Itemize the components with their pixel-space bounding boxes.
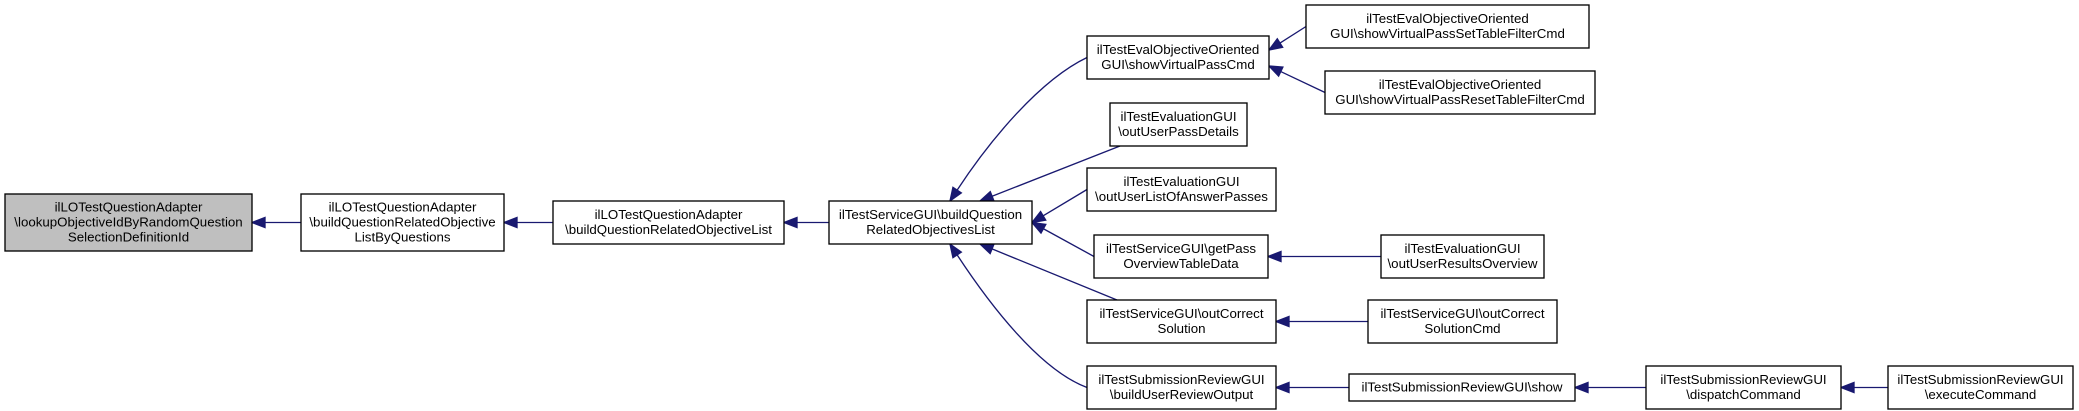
- arrowhead-icon: [502, 216, 518, 229]
- node-label-line: ilTestEvalObjectiveOriented: [1366, 11, 1529, 26]
- node-label-line: GUI\showVirtualPassCmd: [1101, 57, 1254, 72]
- node-label-line: ilLOTestQuestionAdapter: [55, 200, 203, 215]
- arrowhead-icon: [782, 216, 798, 229]
- arrowhead-icon: [1030, 221, 1047, 235]
- node-label-line: ilTestServiceGUI\buildQuestion: [839, 207, 1022, 222]
- node-box[interactable]: [1086, 299, 1277, 344]
- node-n0[interactable]: ilLOTestQuestionAdapter\lookupObjectiveI…: [4, 193, 253, 252]
- node-label-line: ilTestEvalObjectiveOriented: [1379, 77, 1542, 92]
- arrowhead-icon: [1267, 65, 1284, 78]
- node-label-line: \buildUserReviewOutput: [1110, 387, 1254, 402]
- node-label-line: \outUserPassDetails: [1118, 124, 1239, 139]
- focus-node-box[interactable]: [4, 193, 253, 252]
- node-box[interactable]: [1109, 102, 1248, 147]
- node-label-line: GUI\showVirtualPassSetTableFilterCmd: [1330, 26, 1565, 41]
- node-n3[interactable]: ilTestServiceGUI\buildQuestionRelatedObj…: [828, 200, 1033, 245]
- edge-n5-to-n3: [991, 145, 1121, 197]
- node-label-line: SelectionDefinitionId: [68, 230, 189, 245]
- node-label-line: \lookupObjectiveIdByRandomQuestion: [14, 215, 242, 230]
- node-label-line: \buildQuestionRelatedObjective: [309, 215, 495, 230]
- arrowhead-icon: [978, 190, 995, 202]
- node-label-line: \outUserListOfAnswerPasses: [1095, 189, 1268, 204]
- node-label-line: ListByQuestions: [354, 230, 450, 245]
- node-label-line: ilTestSubmissionReviewGUI: [1897, 372, 2063, 387]
- edge-n8-to-n3: [991, 248, 1118, 301]
- node-n9[interactable]: ilTestSubmissionReviewGUI\buildUserRevie…: [1086, 365, 1277, 410]
- node-box[interactable]: [828, 200, 1033, 245]
- node-n15[interactable]: ilTestSubmissionReviewGUI\dispatchComman…: [1645, 365, 1842, 410]
- arrowhead-icon: [1839, 381, 1855, 394]
- node-box[interactable]: [1324, 70, 1596, 115]
- node-n6[interactable]: ilTestEvaluationGUI\outUserListOfAnswerP…: [1086, 167, 1277, 212]
- node-box[interactable]: [1305, 4, 1590, 49]
- arrowhead-icon: [978, 243, 995, 255]
- node-box[interactable]: [1086, 167, 1277, 212]
- arrowhead-icon: [948, 186, 963, 203]
- node-label-line: Solution: [1157, 321, 1205, 336]
- node-label-line: GUI\showVirtualPassResetTableFilterCmd: [1335, 92, 1585, 107]
- node-label-line: ilTestEvaluationGUI: [1123, 174, 1239, 189]
- node-n11[interactable]: ilTestEvalObjectiveOrientedGUI\showVirtu…: [1324, 70, 1596, 115]
- node-box[interactable]: [1086, 35, 1270, 80]
- node-label-line: ilLOTestQuestionAdapter: [329, 200, 477, 215]
- arrowhead-icon: [1267, 37, 1284, 51]
- edge-n7-to-n3: [1043, 228, 1095, 258]
- node-box[interactable]: [1380, 234, 1545, 279]
- arrowhead-icon: [1274, 315, 1290, 328]
- node-n4[interactable]: ilTestEvalObjectiveOrientedGUI\showVirtu…: [1086, 35, 1270, 80]
- node-n2[interactable]: ilLOTestQuestionAdapter\buildQuestionRel…: [552, 200, 785, 245]
- node-n14[interactable]: ilTestSubmissionReviewGUI\show: [1348, 373, 1576, 402]
- nodes-layer: ilLOTestQuestionAdapter\lookupObjectiveI…: [4, 4, 2074, 410]
- node-box[interactable]: [300, 193, 505, 252]
- edge-n11-to-n4: [1280, 70, 1326, 94]
- node-label-line: \dispatchCommand: [1686, 387, 1801, 402]
- node-box[interactable]: [1093, 234, 1269, 279]
- node-label-line: ilTestServiceGUI\outCorrect: [1380, 306, 1544, 321]
- node-label-line: ilTestServiceGUI\getPass: [1106, 241, 1256, 256]
- node-label-line: SolutionCmd: [1424, 321, 1500, 336]
- node-n16[interactable]: ilTestSubmissionReviewGUI\executeCommand: [1887, 365, 2074, 410]
- node-label-line: \executeCommand: [1925, 387, 2037, 402]
- node-box[interactable]: [1086, 365, 1277, 410]
- node-label-line: \buildQuestionRelatedObjectiveList: [565, 222, 772, 237]
- node-n12[interactable]: ilTestEvaluationGUI\outUserResultsOvervi…: [1380, 234, 1545, 279]
- node-n7[interactable]: ilTestServiceGUI\getPassOverviewTableDat…: [1093, 234, 1269, 279]
- node-label-line: OverviewTableData: [1123, 256, 1239, 271]
- edge-n9-to-n3: [956, 254, 1088, 389]
- node-label-line: ilLOTestQuestionAdapter: [595, 207, 743, 222]
- node-label-line: ilTestSubmissionReviewGUI: [1098, 372, 1264, 387]
- node-label-line: \outUserResultsOverview: [1387, 256, 1537, 271]
- arrowhead-icon: [1266, 250, 1282, 263]
- node-box[interactable]: [552, 200, 785, 245]
- node-label-line: ilTestSubmissionReviewGUI\show: [1362, 380, 1563, 395]
- node-box[interactable]: [1367, 299, 1558, 344]
- node-label-line: ilTestEvaluationGUI: [1404, 241, 1520, 256]
- node-label-line: ilTestEvaluationGUI: [1120, 109, 1236, 124]
- node-n5[interactable]: ilTestEvaluationGUI\outUserPassDetails: [1109, 102, 1248, 147]
- node-n1[interactable]: ilLOTestQuestionAdapter\buildQuestionRel…: [300, 193, 505, 252]
- node-box[interactable]: [1348, 373, 1576, 402]
- edge-n4-to-n3: [956, 56, 1088, 191]
- node-box[interactable]: [1887, 365, 2074, 410]
- node-label-line: ilTestSubmissionReviewGUI: [1660, 372, 1826, 387]
- edges-layer: [250, 25, 1888, 394]
- node-label-line: ilTestServiceGUI\outCorrect: [1099, 306, 1263, 321]
- node-label-line: ilTestEvalObjectiveOriented: [1097, 42, 1260, 57]
- node-label-line: RelatedObjectivesList: [866, 222, 995, 237]
- arrowhead-icon: [1030, 210, 1047, 224]
- arrowhead-icon: [1573, 381, 1589, 394]
- arrowhead-icon: [250, 216, 266, 229]
- node-n10[interactable]: ilTestEvalObjectiveOrientedGUI\showVirtu…: [1305, 4, 1590, 49]
- edge-n6-to-n3: [1042, 188, 1088, 217]
- arrowhead-icon: [948, 242, 963, 259]
- arrowhead-icon: [1274, 381, 1290, 394]
- node-box[interactable]: [1645, 365, 1842, 410]
- edge-n10-to-n4: [1279, 25, 1307, 44]
